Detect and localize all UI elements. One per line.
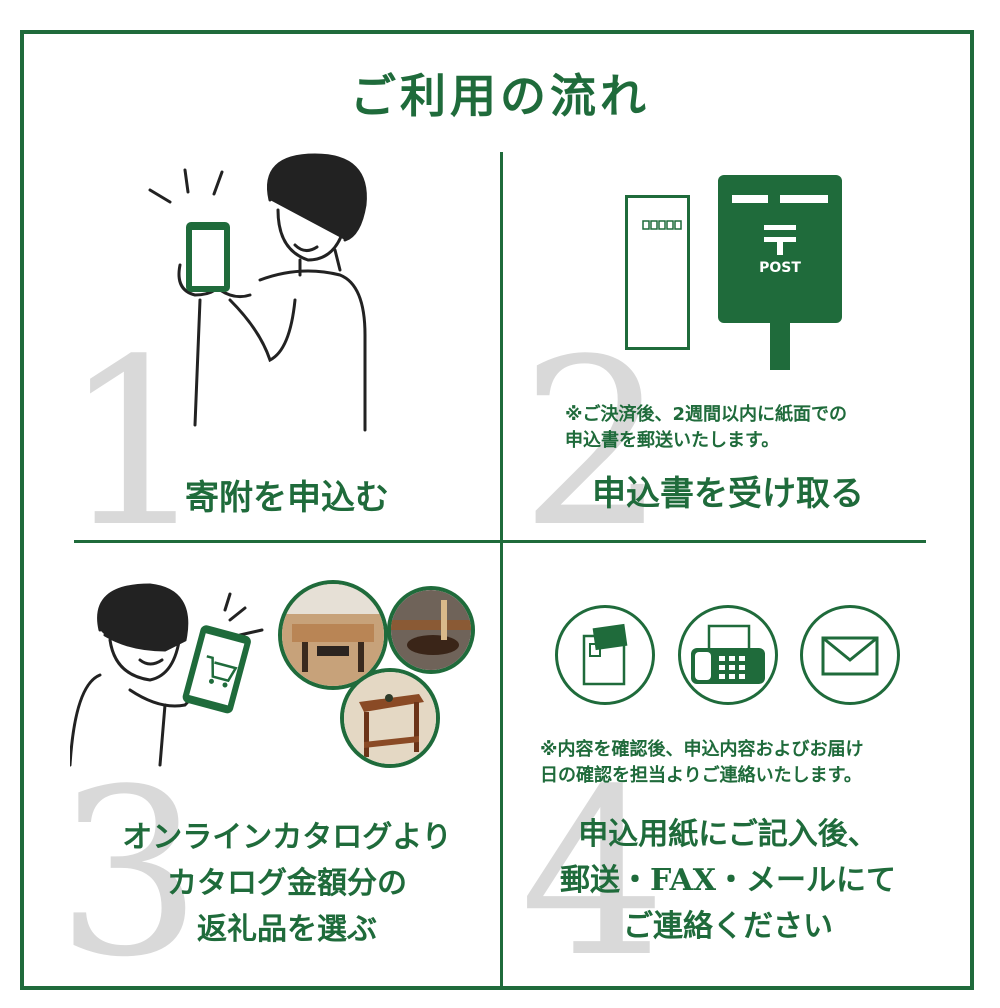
step-3-label: オンラインカタログより カタログ金額分の 返礼品を選ぶ	[74, 815, 500, 953]
step-4-number: 4	[520, 741, 667, 1008]
step-2-note: ※ご決済後、2週間以内に紙面での 申込書を郵送いたします。	[565, 402, 945, 454]
step-3-label-line-3: 返礼品を選ぶ	[197, 912, 377, 947]
fax-icon	[678, 605, 778, 705]
horizontal-divider	[74, 540, 926, 543]
step-4-note-line-1: ※内容を確認後、申込内容およびお届け	[540, 739, 864, 760]
step-4-label-line-2: 郵送・FAX・メールにて	[559, 863, 897, 898]
step-1-label: 寄附を申込む	[185, 478, 389, 518]
postbox-icon	[718, 175, 842, 370]
step-2-number: 2	[520, 311, 667, 578]
catalog-photo-sidetable	[340, 668, 440, 768]
step-4-note: ※内容を確認後、申込内容およびお届け 日の確認を担当よりご連絡いたします。	[540, 737, 960, 789]
postbox-label: POST	[759, 260, 801, 276]
step-2-label: 申込書を受け取る	[592, 474, 864, 514]
catalog-photo-chair	[387, 586, 475, 674]
outer-frame	[20, 30, 974, 990]
step-4-label: 申込用紙にご記入後、 郵送・FAX・メールにて ご連絡ください	[503, 812, 953, 950]
mail-envelope-icon	[555, 605, 655, 705]
step-1-number: 1	[62, 311, 209, 578]
step-4-label-line-3: ご連絡ください	[623, 909, 833, 944]
step-2-note-line-2: 申込書を郵送いたします。	[565, 430, 780, 451]
person-smartphone-icon	[148, 153, 367, 432]
catalog-photo-dining	[278, 580, 388, 690]
step-4-note-line-2: 日の確認を担当よりご連絡いたします。	[540, 765, 862, 786]
envelope-icon	[625, 195, 690, 350]
person-shopping-icon	[70, 583, 264, 767]
step-4-label-line-1: 申込用紙にご記入後、	[578, 817, 878, 852]
step-2-note-line-1: ※ご決済後、2週間以内に紙面での	[565, 404, 848, 425]
vertical-divider	[500, 152, 503, 990]
page-title: ご利用の流れ	[350, 69, 650, 123]
email-icon	[800, 605, 900, 705]
step-3-label-line-1: オンラインカタログより	[122, 820, 452, 855]
step-3-number: 3	[56, 741, 203, 1008]
step-3-label-line-2: カタログ金額分の	[167, 866, 407, 901]
